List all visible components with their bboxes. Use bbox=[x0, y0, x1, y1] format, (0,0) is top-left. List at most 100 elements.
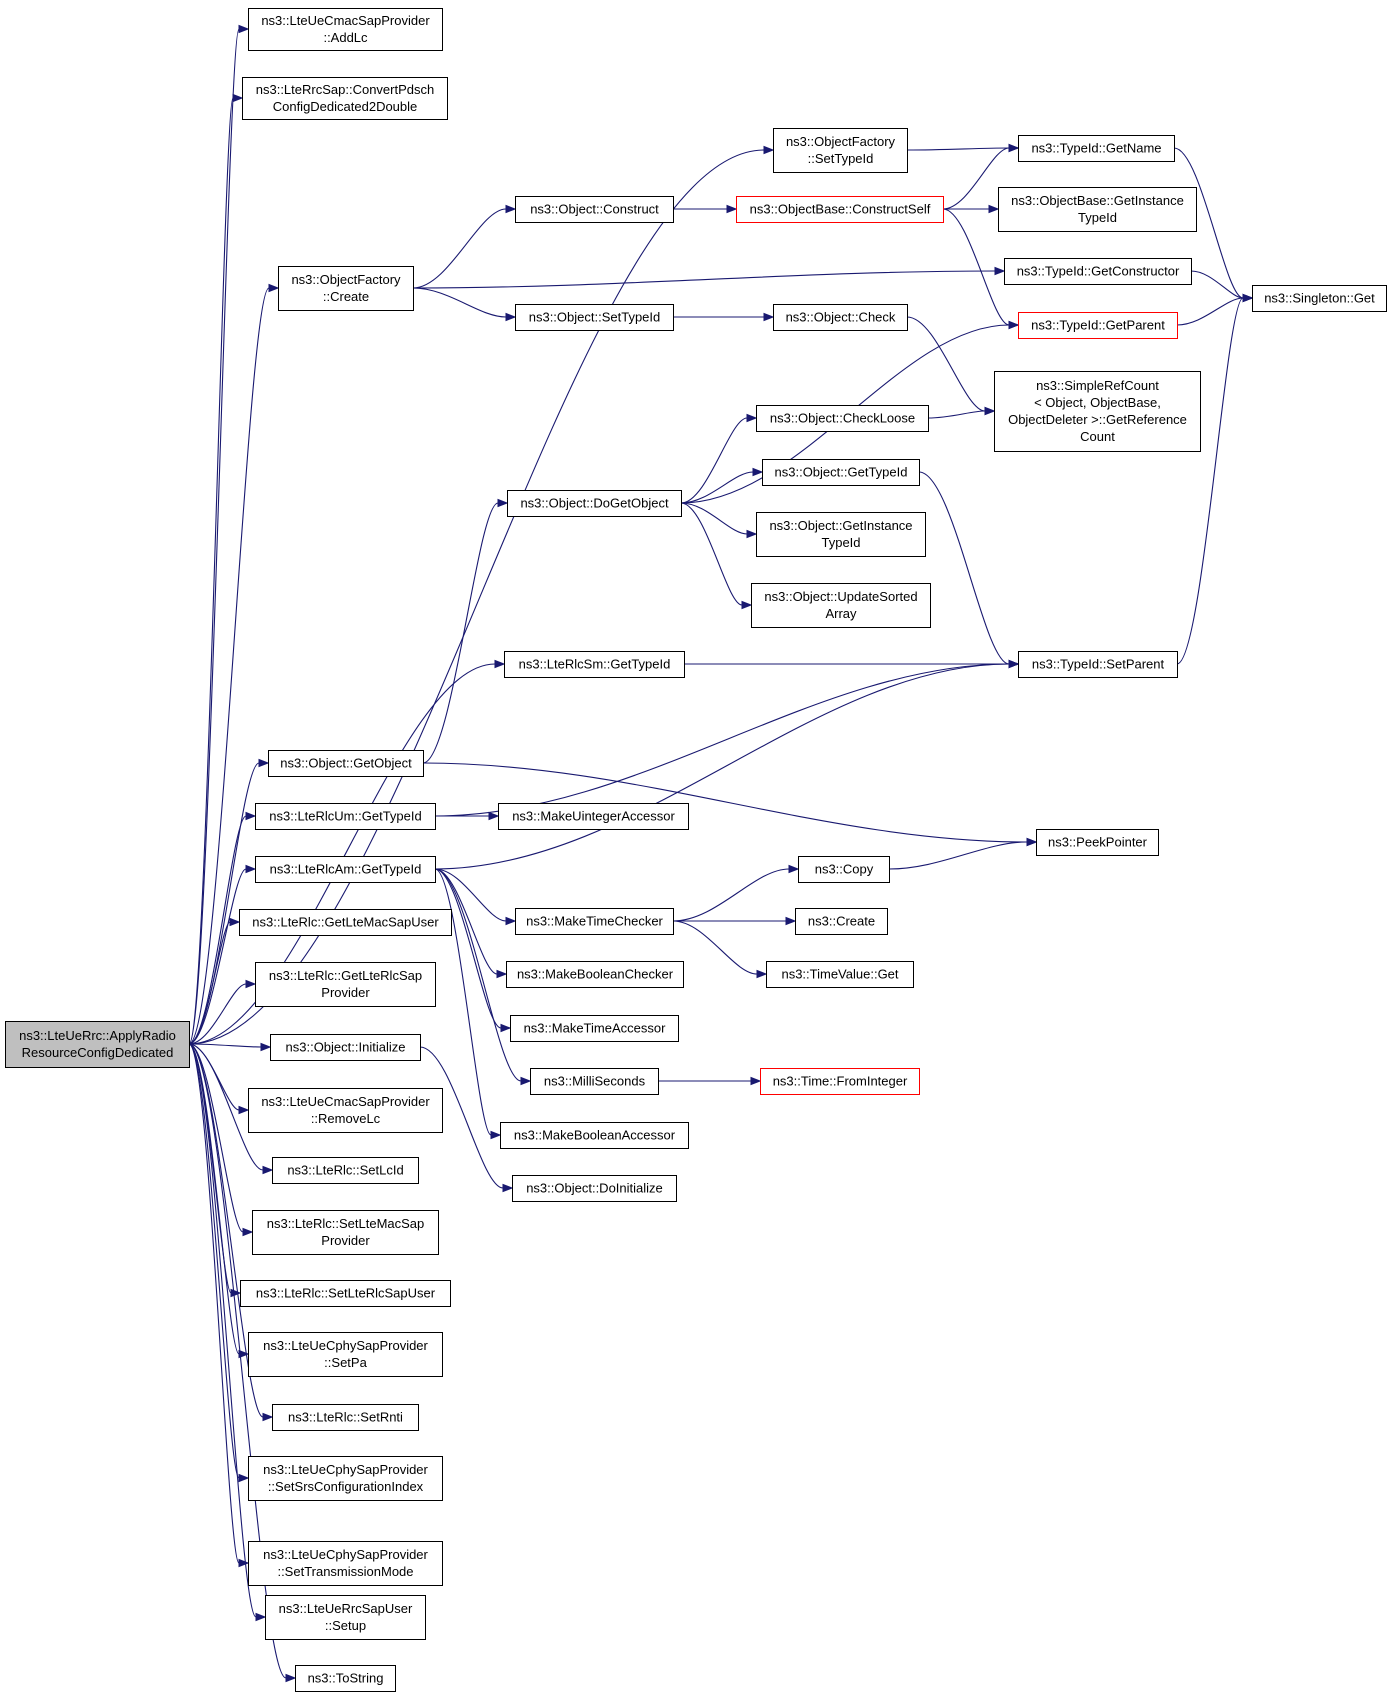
node-box bbox=[994, 371, 1201, 452]
edge-of-create-to-obj-construct bbox=[412, 204, 517, 289]
node-addlc[interactable]: ns3::LteUeCmacSapProvider::AddLc bbox=[248, 8, 443, 51]
node-rlc-setrlcuser[interactable]: ns3::LteRlc::SetLteRlcSapUser bbox=[240, 1280, 451, 1307]
truncated-node-box bbox=[736, 196, 944, 223]
node-obj-settypeid[interactable]: ns3::Object::SetTypeId bbox=[515, 304, 674, 331]
node-obase-cself[interactable]: ns3::ObjectBase::ConstructSelf bbox=[736, 196, 944, 223]
node-create[interactable]: ns3::Create bbox=[795, 908, 888, 935]
node-label-line: ConfigDedicated2Double bbox=[273, 99, 418, 114]
node-srefcount[interactable]: ns3::SimpleRefCount< Object, ObjectBase,… bbox=[994, 371, 1201, 452]
edge-of-create-to-obj-settypeid bbox=[412, 287, 517, 322]
node-label-line: ns3::Object::GetTypeId bbox=[775, 465, 908, 480]
node-obj-initialize[interactable]: ns3::Object::Initialize bbox=[270, 1034, 421, 1061]
node-tid-getparent[interactable]: ns3::TypeId::GetParent bbox=[1018, 312, 1178, 339]
node-obj-getobject[interactable]: ns3::Object::GetObject bbox=[268, 750, 424, 777]
edge-obj-dogetobject-to-obj-gettypeid bbox=[680, 467, 764, 504]
node-label-line: Provider bbox=[321, 985, 370, 1000]
node-mk-bool-acc[interactable]: ns3::MakeBooleanAccessor bbox=[500, 1122, 689, 1149]
node-box bbox=[248, 1456, 443, 1501]
node-label-line: ns3::LteUeCmacSapProvider bbox=[261, 1094, 430, 1109]
node-box bbox=[795, 908, 888, 935]
edge-mk-time-chk-to-copy bbox=[672, 864, 800, 922]
node-label-line: ns3::LteRlc::SetLcId bbox=[287, 1163, 403, 1178]
node-obj-dogetobject[interactable]: ns3::Object::DoGetObject bbox=[507, 490, 682, 517]
node-convert[interactable]: ns3::LteRrcSap::ConvertPdschConfigDedica… bbox=[242, 77, 448, 120]
node-obj-checkloose[interactable]: ns3::Object::CheckLoose bbox=[756, 405, 929, 432]
node-box bbox=[773, 304, 908, 331]
node-label-line: ns3::LteUeCphySapProvider bbox=[263, 1338, 428, 1353]
node-box bbox=[1018, 135, 1175, 162]
node-copy[interactable]: ns3::Copy bbox=[798, 856, 890, 883]
node-label-line: ns3::ObjectFactory bbox=[786, 134, 896, 149]
node-root[interactable]: ns3::LteUeRrc::ApplyRadioResourceConfigD… bbox=[5, 1021, 190, 1068]
node-label-line: ns3::ObjectBase::ConstructSelf bbox=[750, 202, 931, 217]
node-of-settypeid[interactable]: ns3::ObjectFactory::SetTypeId bbox=[773, 128, 908, 173]
node-label-line: ns3::LteRlc::GetLteRlcSap bbox=[269, 968, 422, 983]
node-label-line: ns3::LteRlcSm::GetTypeId bbox=[519, 657, 671, 672]
node-setrnti[interactable]: ns3::LteRlc::SetRnti bbox=[272, 1404, 419, 1431]
node-setpa[interactable]: ns3::LteUeCphySapProvider::SetPa bbox=[248, 1332, 443, 1377]
edge-milliseconds-to-time-fromint bbox=[658, 1076, 762, 1086]
node-tid-setparent[interactable]: ns3::TypeId::SetParent bbox=[1018, 651, 1178, 678]
node-box bbox=[751, 583, 931, 628]
node-box bbox=[773, 128, 908, 173]
node-singleton-get[interactable]: ns3::Singleton::Get bbox=[1252, 285, 1387, 312]
node-removelc[interactable]: ns3::LteUeCmacSapProvider::RemoveLc bbox=[248, 1088, 443, 1133]
node-settxmode[interactable]: ns3::LteUeCphySapProvider::SetTransmissi… bbox=[248, 1541, 443, 1586]
node-label-line: ns3::ObjectBase::GetInstance bbox=[1011, 193, 1184, 208]
node-label-line: ns3::SimpleRefCount bbox=[1036, 378, 1159, 393]
node-tid-getctor[interactable]: ns3::TypeId::GetConstructor bbox=[1004, 258, 1192, 285]
node-obj-gettypeid[interactable]: ns3::Object::GetTypeId bbox=[762, 459, 920, 486]
node-label-line: ns3::Time::FromInteger bbox=[773, 1074, 908, 1089]
node-rlcum-gettypeid[interactable]: ns3::LteRlcUm::GetTypeId bbox=[255, 803, 436, 830]
node-label-line: ns3::ToString bbox=[308, 1671, 384, 1686]
node-mk-uint-acc[interactable]: ns3::MakeUintegerAccessor bbox=[498, 803, 689, 830]
node-label-line: TypeId bbox=[821, 535, 860, 550]
node-milliseconds[interactable]: ns3::MilliSeconds bbox=[530, 1068, 659, 1095]
node-obj-construct[interactable]: ns3::Object::Construct bbox=[515, 196, 674, 223]
edge-of-create-to-tid-getctor bbox=[412, 266, 1006, 289]
edge-obj-check-to-srefcount bbox=[906, 316, 996, 416]
node-label-line: ns3::LteUeCmacSapProvider bbox=[261, 13, 430, 28]
node-box bbox=[515, 908, 674, 935]
root-node-box bbox=[5, 1021, 190, 1068]
node-label-line: ns3::MakeBooleanAccessor bbox=[514, 1128, 676, 1143]
edge-root-to-rlc-getmacuser bbox=[188, 917, 241, 1045]
node-rlc-getmacuser[interactable]: ns3::LteRlc::GetLteMacSapUser bbox=[239, 909, 452, 936]
node-box bbox=[512, 1175, 677, 1202]
edge-obj-gettypeid-to-tid-setparent bbox=[918, 471, 1020, 669]
node-time-fromint[interactable]: ns3::Time::FromInteger bbox=[760, 1068, 920, 1095]
node-box bbox=[278, 266, 414, 311]
node-tostring[interactable]: ns3::ToString bbox=[295, 1665, 396, 1692]
node-mk-bool-chk[interactable]: ns3::MakeBooleanChecker bbox=[506, 961, 684, 988]
node-rrcuser-setup[interactable]: ns3::LteUeRrcSapUser::Setup bbox=[265, 1595, 426, 1640]
node-rlcam-gettypeid[interactable]: ns3::LteRlcAm::GetTypeId bbox=[255, 856, 436, 883]
node-box bbox=[510, 1015, 679, 1042]
node-mk-time-chk[interactable]: ns3::MakeTimeChecker bbox=[515, 908, 674, 935]
node-label-line: ns3::LteUeRrcSapUser bbox=[279, 1601, 413, 1616]
node-box bbox=[240, 1280, 451, 1307]
node-label-line: ns3::MakeUintegerAccessor bbox=[512, 809, 675, 824]
node-label-line: ns3::LteRlcUm::GetTypeId bbox=[269, 809, 421, 824]
node-box bbox=[268, 750, 424, 777]
truncated-node-box bbox=[760, 1068, 920, 1095]
node-obj-check[interactable]: ns3::Object::Check bbox=[773, 304, 908, 331]
edge-of-settypeid-to-tid-getname bbox=[906, 143, 1020, 153]
node-label-line: ns3::Copy bbox=[815, 862, 874, 877]
node-setsrs[interactable]: ns3::LteUeCphySapProvider::SetSrsConfigu… bbox=[248, 1456, 443, 1501]
node-setlcid[interactable]: ns3::LteRlc::SetLcId bbox=[272, 1157, 419, 1184]
node-tid-getname[interactable]: ns3::TypeId::GetName bbox=[1018, 135, 1175, 162]
node-label-line: ns3::PeekPointer bbox=[1048, 835, 1148, 850]
node-peekpointer[interactable]: ns3::PeekPointer bbox=[1036, 829, 1159, 856]
node-of-create[interactable]: ns3::ObjectFactory::Create bbox=[278, 266, 414, 311]
node-box bbox=[756, 512, 926, 557]
node-obj-doinit[interactable]: ns3::Object::DoInitialize bbox=[512, 1175, 677, 1202]
node-timevalue-get[interactable]: ns3::TimeValue::Get bbox=[766, 961, 914, 988]
node-rlcsm-gettypeid[interactable]: ns3::LteRlcSm::GetTypeId bbox=[504, 651, 685, 678]
node-label-line: ::RemoveLc bbox=[311, 1111, 381, 1126]
node-mk-time-acc[interactable]: ns3::MakeTimeAccessor bbox=[510, 1015, 679, 1042]
